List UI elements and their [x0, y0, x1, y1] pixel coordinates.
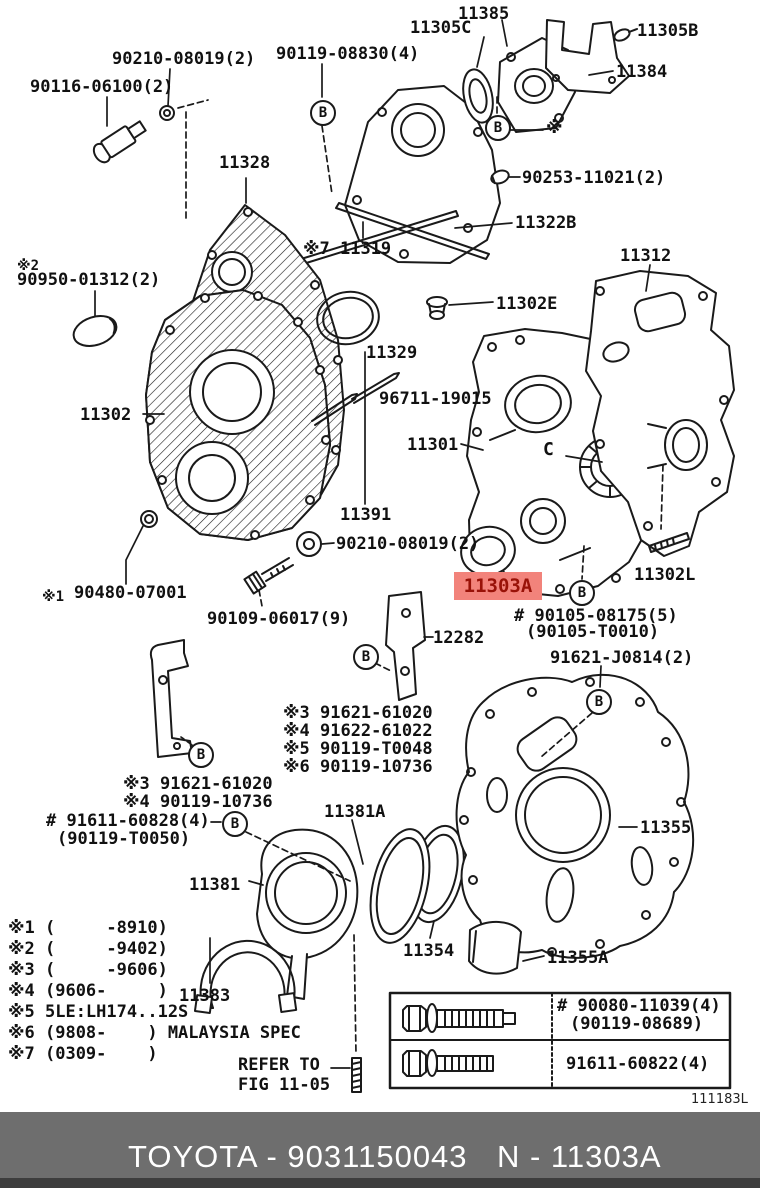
callout-b-3: B	[569, 580, 595, 606]
part-label-90116-06100: 90116-06100(2)	[30, 77, 174, 97]
part-label-91611-60828: # 91611-60828(4)	[46, 811, 210, 831]
callout-b-2: B	[485, 115, 511, 141]
part-label-11385: 11385	[458, 4, 510, 24]
footer-strip	[0, 1178, 760, 1188]
part-label-90210-08019-top: 90210-08019(2)	[112, 49, 256, 69]
part-label-11301: 11301	[407, 435, 459, 455]
part-label-11383: 11383	[179, 986, 231, 1006]
part-label-11384: 11384	[616, 62, 668, 82]
part-label-90105-08175: # 90105-08175(5)	[514, 606, 678, 626]
legend-row-7: ※7 (0309- )	[8, 1044, 158, 1064]
part-label-90119-T0048: ※5 90119-T0048	[283, 739, 433, 759]
part-label-90119-10736-right: ※6 90119-10736	[283, 757, 433, 777]
legend-row-4: ※4 (9606- )	[8, 981, 168, 1001]
callout-b-5: B	[353, 644, 379, 670]
callout-c: C	[543, 439, 554, 460]
legend-row-6: ※6 (9808- ) MALAYSIA SPEC	[8, 1023, 301, 1043]
note-mark-2: ※2	[17, 258, 40, 274]
reference-mark: ※	[546, 118, 563, 138]
note-mark-1: ※1	[42, 589, 65, 605]
table-part-90119-08689: (90119-08689)	[570, 1014, 704, 1034]
part-label-11305B: 11305B	[637, 21, 699, 41]
part-label-11381: 11381	[189, 875, 241, 895]
part-label-91621-61020-right: ※3 91621-61020	[283, 703, 433, 723]
part-label-11381A: 11381A	[324, 802, 386, 822]
part-label-90950-01312: 90950-01312(2)	[17, 270, 161, 290]
part-label-11302: 11302	[80, 405, 132, 425]
table-part-91611-60822: 91611-60822(4)	[566, 1054, 710, 1074]
callout-b-4: B	[586, 689, 612, 715]
part-label-91622-61022: ※4 91622-61022	[283, 721, 433, 741]
part-label-11302E: 11302E	[496, 294, 558, 314]
part-label-11355: 11355	[640, 818, 692, 838]
part-label-90253-11021: 90253-11021(2)	[522, 168, 666, 188]
part-label-90119-08830: 90119-08830(4)	[276, 44, 420, 64]
footer-bar	[0, 1112, 760, 1178]
part-label-11354: 11354	[403, 941, 455, 961]
part-label-11322B: 11322B	[515, 213, 577, 233]
part-label-90109-06017: 90109-06017(9)	[207, 609, 351, 629]
part-label-90119-10736-left: ※4 90119-10736	[123, 792, 273, 812]
callout-b-7: B	[222, 811, 248, 837]
highlighted-part-11303A[interactable]: 11303A	[454, 572, 542, 600]
footer-catalog-number: TOYOTA - 9031150043	[128, 1139, 468, 1174]
part-label-91621-J0814: 91621-J0814(2)	[550, 648, 694, 668]
part-label-12282: 12282	[433, 628, 485, 648]
refer-note-line1: REFER TO	[238, 1055, 320, 1075]
part-label-96711-19015: 96711-19015	[379, 389, 492, 409]
legend-row-1: ※1 ( -8910)	[8, 918, 168, 938]
part-label-90210-08019-mid: 90210-08019(2)	[336, 534, 480, 554]
sheet-code: 111183L	[691, 1092, 748, 1107]
part-label-91621-61020-left: ※3 91621-61020	[123, 774, 273, 794]
part-label-11329: 11329	[366, 343, 418, 363]
part-label-11355A: 11355A	[547, 948, 609, 968]
part-label-11328: 11328	[219, 153, 271, 173]
part-label-90119-T0050: (90119-T0050)	[57, 829, 191, 849]
table-part-90080-11039: # 90080-11039(4)	[557, 996, 721, 1016]
part-label-11391: 11391	[340, 505, 392, 525]
footer-part-number: N - 11303A	[497, 1139, 662, 1174]
legend-row-3: ※3 ( -9606)	[8, 960, 168, 980]
legend-row-2: ※2 ( -9402)	[8, 939, 168, 959]
legend-row-5: ※5 5LE:LH174..12S	[8, 1002, 189, 1022]
refer-note-line2: FIG 11-05	[238, 1075, 331, 1095]
highlighted-part-label: 11303A	[463, 575, 533, 597]
callout-b-1: B	[310, 100, 336, 126]
part-label-11319: ※7 11319	[303, 239, 392, 259]
part-label-90105-T0010: (90105-T0010)	[526, 622, 660, 642]
callout-b-6: B	[188, 742, 214, 768]
part-label-11302L: 11302L	[634, 565, 696, 585]
part-label-11312: 11312	[620, 246, 672, 266]
part-label-11305C: 11305C	[410, 18, 472, 38]
part-label-90480-07001: 90480-07001	[74, 583, 187, 603]
